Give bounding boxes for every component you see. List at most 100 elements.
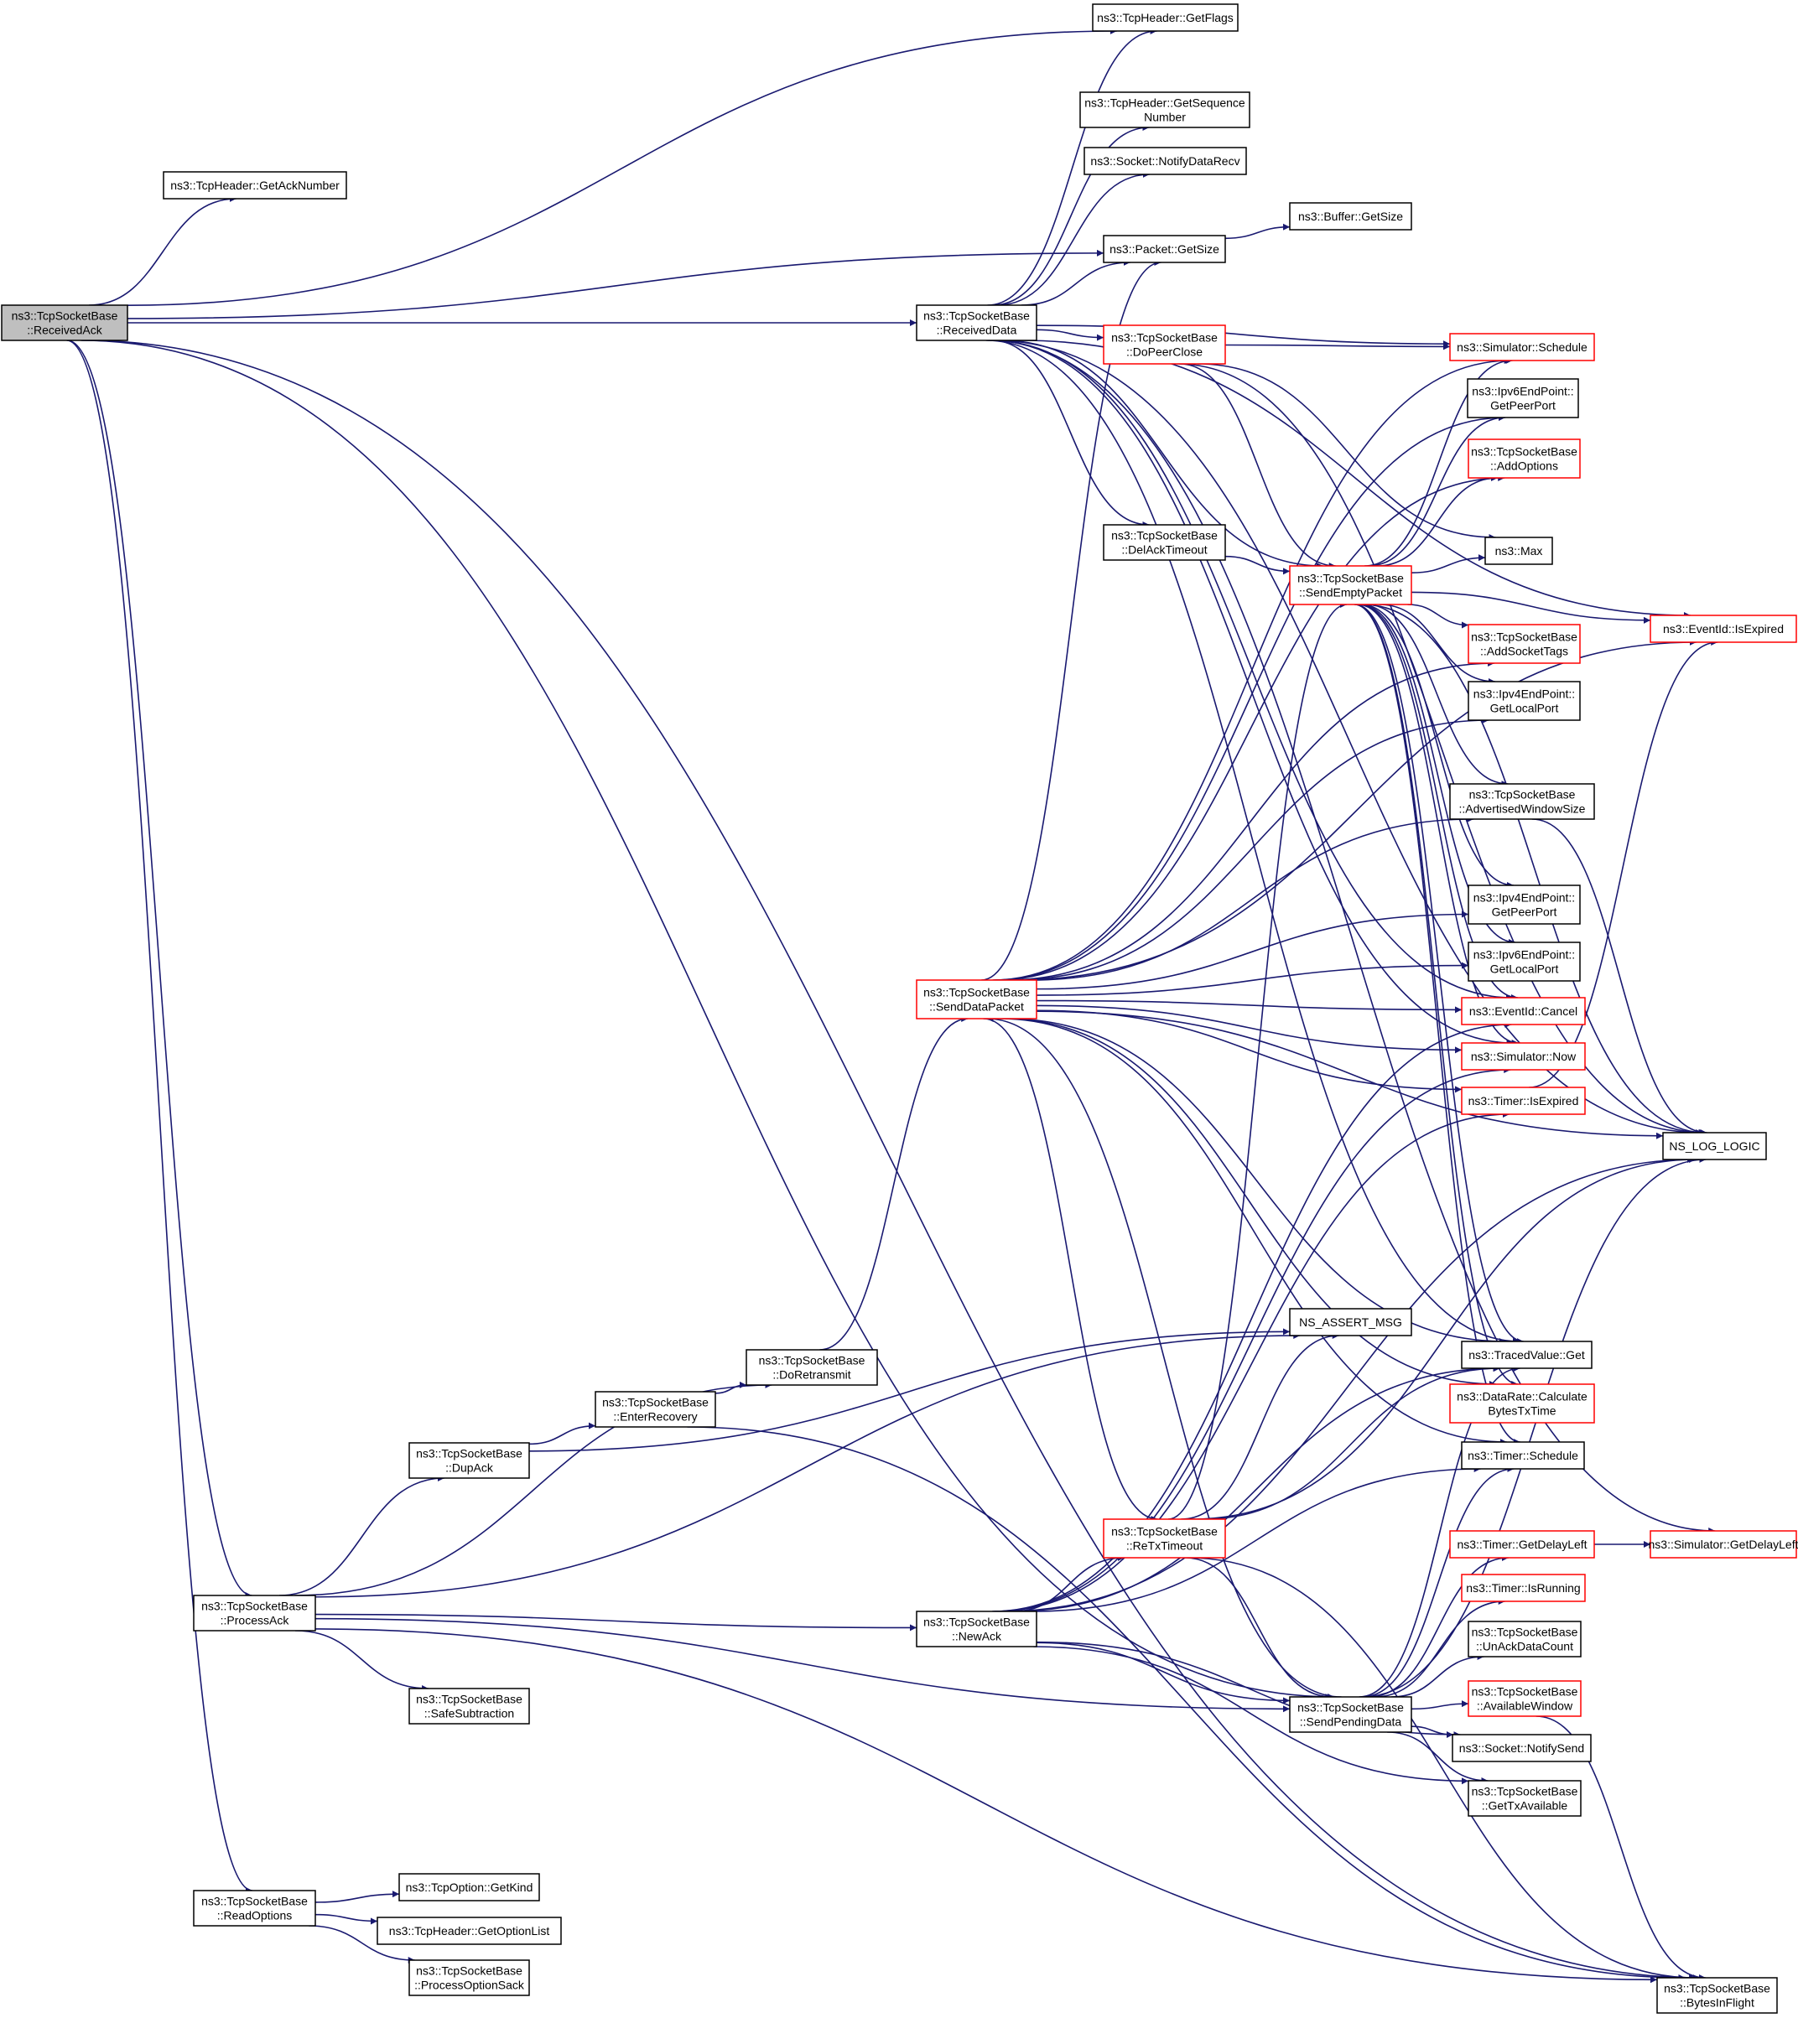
- edge-available-window-to-bytes-in-flight: [1536, 1715, 1706, 1981]
- node-label-new-ack-line-0: ns3::TcpSocketBase: [923, 1616, 1030, 1629]
- node-layer: ns3::TcpSocketBase::ReceivedAckns3::TcpH…: [1, 3, 1798, 2014]
- node-new-ack[interactable]: ns3::TcpSocketBase::NewAck: [916, 1611, 1037, 1647]
- node-box-add-options: [1468, 438, 1581, 479]
- edge-send-data-packet-to-timer-is-expired: [1036, 1009, 1463, 1093]
- node-timer-schedule[interactable]: ns3::Timer::Schedule: [1461, 1441, 1585, 1470]
- node-add-socket-tags[interactable]: ns3::TcpSocketBase::AddSocketTags: [1468, 624, 1581, 664]
- node-label-retx-timeout-line-1: ::ReTxTimeout: [1126, 1539, 1203, 1553]
- node-received-data[interactable]: ns3::TcpSocketBase::ReceivedData: [916, 304, 1037, 341]
- node-get-tx-available[interactable]: ns3::TcpSocketBase::GetTxAvailable: [1468, 1780, 1582, 1817]
- node-add-options[interactable]: ns3::TcpSocketBase::AddOptions: [1468, 438, 1581, 479]
- edge-received-ack-to-packet-get-size: [127, 249, 1104, 319]
- edge-send-pending-data-to-socket-notify-send: [1411, 1725, 1453, 1738]
- node-ipv4-get-local-port[interactable]: ns3::Ipv4EndPoint::GetLocalPort: [1468, 681, 1581, 721]
- node-ipv4-get-peer-port[interactable]: ns3::Ipv4EndPoint::GetPeerPort: [1468, 885, 1581, 925]
- node-simulator-get-delay-left[interactable]: ns3::Simulator::GetDelayLeft: [1649, 1530, 1798, 1559]
- edge-send-pending-data-to-timer-schedule: [1362, 1466, 1515, 1698]
- edge-send-data-packet-to-ipv4-get-local-port: [1011, 717, 1489, 981]
- node-traced-value-get[interactable]: ns3::TracedValue::Get: [1461, 1341, 1593, 1369]
- node-box-dup-ack: [408, 1442, 530, 1479]
- node-label-get-sequence-number-line-0: ns3::TcpHeader::GetSequence: [1084, 96, 1245, 110]
- node-packet-get-size[interactable]: ns3::Packet::GetSize: [1103, 235, 1226, 263]
- edge-send-data-packet-to-retx-timeout: [983, 1018, 1158, 1523]
- node-box-available-window: [1468, 1680, 1582, 1717]
- node-get-option-list[interactable]: ns3::TcpHeader::GetOptionList: [377, 1917, 562, 1945]
- node-timer-get-delay-left[interactable]: ns3::Timer::GetDelayLeft: [1449, 1530, 1595, 1559]
- node-box-ipv6-get-local-port: [1468, 942, 1581, 982]
- node-do-retransmit[interactable]: ns3::TcpSocketBase::DoRetransmit: [746, 1349, 878, 1386]
- edge-received-data-to-send-empty-packet: [1001, 340, 1323, 569]
- node-box-unack-data-count: [1468, 1621, 1582, 1658]
- edge-process-ack-to-new-ack: [314, 1613, 917, 1632]
- edge-send-data-packet-to-ns-log-logic: [1036, 1010, 1664, 1139]
- node-get-flags[interactable]: ns3::TcpHeader::GetFlags: [1092, 3, 1239, 32]
- node-send-pending-data[interactable]: ns3::TcpSocketBase::SendPendingData: [1289, 1696, 1412, 1733]
- node-box-advertised-window-size: [1449, 783, 1595, 820]
- edge-send-pending-data-to-get-tx-available: [1387, 1731, 1489, 1784]
- node-process-option-sack[interactable]: ns3::TcpSocketBase::ProcessOptionSack: [408, 1959, 530, 1996]
- edge-read-options-to-tcp-option-get-kind: [314, 1891, 400, 1903]
- node-advertised-window-size[interactable]: ns3::TcpSocketBase::AdvertisedWindowSize: [1449, 783, 1595, 820]
- edge-send-data-packet-to-timer-schedule: [1000, 1018, 1507, 1445]
- node-label-ipv6-get-peer-port-line-1: GetPeerPort: [1490, 399, 1556, 412]
- edge-process-ack-to-bytes-in-flight: [314, 1628, 1658, 1984]
- node-label-bytes-in-flight-line-1: ::BytesInFlight: [1680, 1996, 1754, 2010]
- node-label-new-ack-line-1: ::NewAck: [952, 1630, 1002, 1643]
- node-box-read-options: [193, 1890, 316, 1927]
- node-label-del-ack-timeout-line-0: ns3::TcpSocketBase: [1111, 529, 1218, 542]
- node-unack-data-count[interactable]: ns3::TcpSocketBase::UnAckDataCount: [1468, 1621, 1582, 1658]
- node-safe-subtraction[interactable]: ns3::TcpSocketBase::SafeSubtraction: [408, 1688, 530, 1725]
- node-buffer-get-size[interactable]: ns3::Buffer::GetSize: [1289, 202, 1412, 231]
- node-max[interactable]: ns3::Max: [1484, 537, 1553, 565]
- edge-send-data-packet-to-add-socket-tags: [1006, 660, 1495, 981]
- node-box-simulator-now: [1461, 1042, 1586, 1071]
- node-timer-is-expired[interactable]: ns3::Timer::IsExpired: [1461, 1087, 1586, 1115]
- node-ipv6-get-local-port[interactable]: ns3::Ipv6EndPoint::GetLocalPort: [1468, 942, 1581, 982]
- node-notify-data-recv[interactable]: ns3::Socket::NotifyDataRecv: [1083, 147, 1247, 175]
- node-received-ack[interactable]: ns3::TcpSocketBase::ReceivedAck: [1, 304, 128, 341]
- node-dup-ack[interactable]: ns3::TcpSocketBase::DupAck: [408, 1442, 530, 1479]
- node-label-received-ack-line-1: ::ReceivedAck: [27, 324, 102, 337]
- node-simulator-schedule[interactable]: ns3::Simulator::Schedule: [1449, 333, 1595, 361]
- node-label-ns-assert-msg-line-0: NS_ASSERT_MSG: [1299, 1315, 1402, 1329]
- node-process-ack[interactable]: ns3::TcpSocketBase::ProcessAck: [193, 1595, 316, 1632]
- node-timer-is-running[interactable]: ns3::Timer::IsRunning: [1461, 1574, 1586, 1602]
- edge-received-data-to-get-flags: [987, 28, 1157, 306]
- node-ipv6-get-peer-port[interactable]: ns3::Ipv6EndPoint::GetPeerPort: [1467, 378, 1579, 418]
- node-label-received-data-line-0: ns3::TcpSocketBase: [923, 309, 1030, 323]
- node-eventid-is-expired[interactable]: ns3::EventId::IsExpired: [1650, 615, 1797, 643]
- node-del-ack-timeout[interactable]: ns3::TcpSocketBase::DelAckTimeout: [1103, 524, 1226, 561]
- node-box-send-data-packet: [916, 979, 1037, 1019]
- node-label-ns-log-logic-line-0: NS_LOG_LOGIC: [1669, 1139, 1759, 1153]
- node-ns-log-logic[interactable]: NS_LOG_LOGIC: [1662, 1132, 1767, 1160]
- node-read-options[interactable]: ns3::TcpSocketBase::ReadOptions: [193, 1890, 316, 1927]
- edge-send-pending-data-to-timer-get-delay-left: [1368, 1554, 1509, 1698]
- node-box-timer-is-running: [1461, 1574, 1586, 1602]
- edge-do-peer-close-to-simulator-schedule: [1224, 343, 1451, 350]
- node-get-ack-number[interactable]: ns3::TcpHeader::GetAckNumber: [163, 171, 347, 200]
- node-label-ipv4-get-local-port-line-1: GetLocalPort: [1490, 702, 1559, 715]
- node-eventid-cancel[interactable]: ns3::EventId::Cancel: [1461, 997, 1586, 1025]
- node-box-simulator-schedule: [1449, 333, 1595, 361]
- node-tcp-option-get-kind[interactable]: ns3::TcpOption::GetKind: [398, 1873, 540, 1901]
- edge-new-ack-to-retx-timeout: [1013, 1554, 1125, 1612]
- node-retx-timeout[interactable]: ns3::TcpSocketBase::ReTxTimeout: [1103, 1518, 1226, 1559]
- node-label-get-option-list-line-0: ns3::TcpHeader::GetOptionList: [389, 1924, 550, 1938]
- node-available-window[interactable]: ns3::TcpSocketBase::AvailableWindow: [1468, 1680, 1582, 1717]
- node-ns-assert-msg[interactable]: NS_ASSERT_MSG: [1289, 1308, 1412, 1336]
- node-simulator-now[interactable]: ns3::Simulator::Now: [1461, 1042, 1586, 1071]
- node-enter-recovery[interactable]: ns3::TcpSocketBase::EnterRecovery: [595, 1391, 716, 1428]
- node-label-add-socket-tags-line-0: ns3::TcpSocketBase: [1471, 630, 1577, 644]
- node-socket-notify-send[interactable]: ns3::Socket::NotifySend: [1452, 1734, 1592, 1762]
- node-label-timer-is-expired-line-0: ns3::Timer::IsExpired: [1468, 1094, 1579, 1108]
- node-bytes-in-flight[interactable]: ns3::TcpSocketBase::BytesInFlight: [1656, 1977, 1778, 2014]
- node-do-peer-close[interactable]: ns3::TcpSocketBase::DoPeerClose: [1103, 324, 1226, 365]
- edge-send-empty-packet-to-ipv4-get-local-port: [1379, 604, 1496, 685]
- node-label-simulator-get-delay-left-line-0: ns3::Simulator::GetDelayLeft: [1649, 1538, 1798, 1551]
- node-send-empty-packet[interactable]: ns3::TcpSocketBase::SendEmptyPacket: [1289, 565, 1412, 605]
- node-label-read-options-line-1: ::ReadOptions: [217, 1909, 293, 1922]
- edge-process-ack-to-ns-assert-msg: [314, 1332, 1301, 1598]
- node-send-data-packet[interactable]: ns3::TcpSocketBase::SendDataPacket: [916, 979, 1037, 1019]
